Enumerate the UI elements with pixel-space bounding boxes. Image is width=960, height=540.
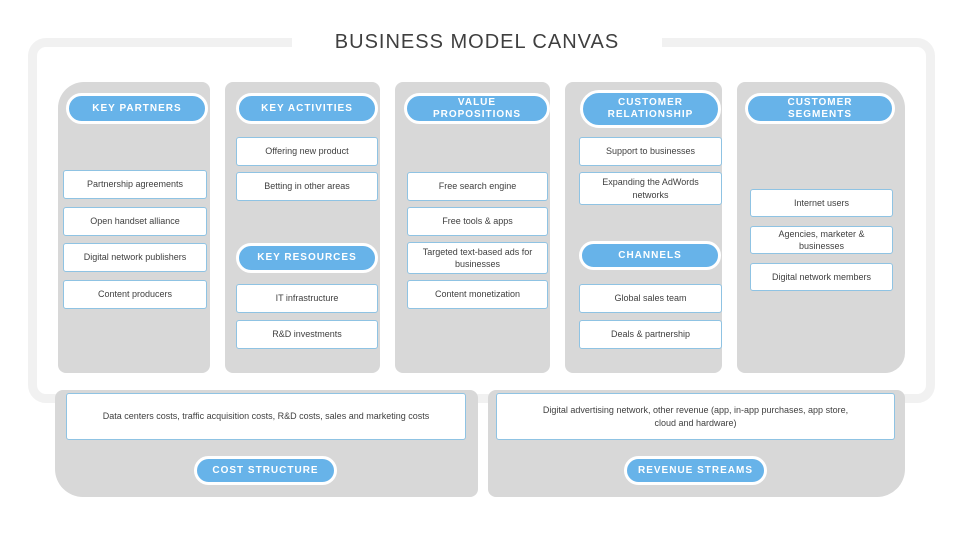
channels-item: Global sales team xyxy=(579,284,722,313)
key-partners-item: Digital network publishers xyxy=(63,243,207,272)
customer-segments-item: Agencies, marketer & businesses xyxy=(750,226,893,254)
customer-relationship-item: Support to businesses xyxy=(579,137,722,166)
value-propositions-item: Free search engine xyxy=(407,172,548,201)
cost-structure-text: Data centers costs, traffic acquisition … xyxy=(66,393,466,440)
key-partners-item: Content producers xyxy=(63,280,207,309)
revenue-streams-pill: REVENUE STREAMS xyxy=(624,456,767,485)
value-propositions-item: Free tools & apps xyxy=(407,207,548,236)
customer-segments-header-pill: CUSTOMER SEGMENTS xyxy=(745,93,895,124)
value-propositions-header-pill: VALUE PROPOSITIONS xyxy=(404,93,550,124)
customer-relationship-header-pill: CUSTOMER RELATIONSHIP xyxy=(580,90,721,128)
key-activities-header-pill: KEY ACTIVITIES xyxy=(236,93,378,124)
page-title: BUSINESS MODEL CANVAS xyxy=(292,24,662,60)
key-activities-item: Betting in other areas xyxy=(236,172,378,201)
customer-segments-item: Internet users xyxy=(750,189,893,217)
key-resources-item: IT infrastructure xyxy=(236,284,378,313)
value-propositions-item: Targeted text-based ads for businesses xyxy=(407,242,548,274)
revenue-streams-text: Digital advertising network, other reven… xyxy=(496,393,895,440)
key-activities-item: Offering new product xyxy=(236,137,378,166)
key-partners-header-pill: KEY PARTNERS xyxy=(66,93,208,124)
value-propositions-item: Content monetization xyxy=(407,280,548,309)
channels-item: Deals & partnership xyxy=(579,320,722,349)
key-partners-item: Open handset alliance xyxy=(63,207,207,236)
customer-relationship-item: Expanding the AdWords networks xyxy=(579,172,722,205)
customer-segments-item: Digital network members xyxy=(750,263,893,291)
key-partners-item: Partnership agreements xyxy=(63,170,207,199)
cost-structure-pill: COST STRUCTURE xyxy=(194,456,337,485)
key-resources-item: R&D investments xyxy=(236,320,378,349)
channels-header-pill: CHANNELS xyxy=(579,241,721,270)
key-resources-header-pill: KEY RESOURCES xyxy=(236,243,378,273)
